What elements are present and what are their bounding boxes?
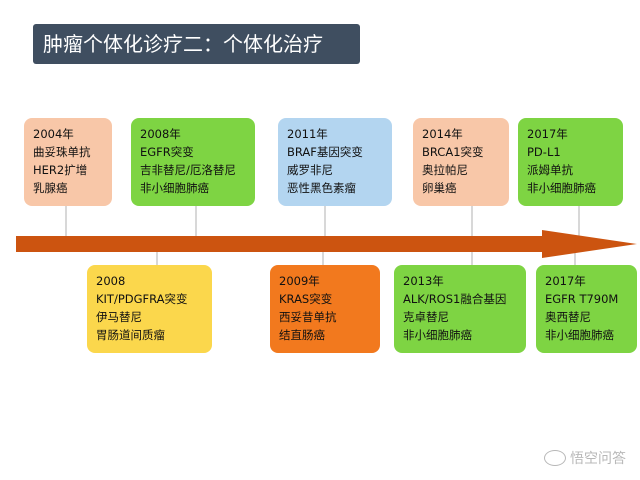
milestone-line: 卵巢癌 xyxy=(422,181,457,195)
milestone-line: EGFR突变 xyxy=(140,145,194,159)
milestone-line: 非小细胞肺癌 xyxy=(527,181,596,195)
milestone-line: 结直肠癌 xyxy=(279,328,325,342)
milestone-line: KIT/PDGFRA突变 xyxy=(96,292,188,306)
milestone-line: 奥拉帕尼 xyxy=(422,163,468,177)
watermark-text: 悟空问答 xyxy=(570,451,626,467)
milestone-line: EGFR T790M xyxy=(545,292,619,306)
milestone-line: 派姆单抗 xyxy=(527,163,573,177)
milestone-card: 2011年 BRAF基因突变威罗非尼恶性黑色素瘤 xyxy=(278,118,392,206)
timeline-arrow-shape xyxy=(16,230,637,258)
milestone-line: 乳腺癌 xyxy=(33,181,68,195)
milestone-card: 2008年 EGFR突变吉非替尼/厄洛替尼非小细胞肺癌 xyxy=(131,118,255,206)
milestone-line: 曲妥珠单抗 xyxy=(33,145,91,159)
milestone-year: 2011年 xyxy=(287,127,328,141)
watermark: 悟空问答 xyxy=(544,448,626,468)
milestone-line: 非小细胞肺癌 xyxy=(403,328,472,342)
milestone-line: PD-L1 xyxy=(527,145,561,159)
milestone-line: HER2扩增 xyxy=(33,163,88,177)
wukong-logo-icon xyxy=(544,450,566,466)
milestone-card: 2014年 BRCA1突变奥拉帕尼卵巢癌 xyxy=(413,118,509,206)
milestone-line: BRCA1突变 xyxy=(422,145,484,159)
milestone-line: 伊马替尼 xyxy=(96,310,142,324)
milestone-line: 西妥昔单抗 xyxy=(279,310,337,324)
timeline-ticks xyxy=(65,206,580,265)
milestone-year: 2004年 xyxy=(33,127,74,141)
milestone-line: 吉非替尼/厄洛替尼 xyxy=(140,163,236,177)
milestone-card: 2017年 PD-L1 派姆单抗非小细胞肺癌 xyxy=(518,118,623,206)
milestone-line: 非小细胞肺癌 xyxy=(140,181,209,195)
page-title: 肿瘤个体化诊疗二：个体化治疗 xyxy=(33,24,360,64)
milestone-line: 胃肠道间质瘤 xyxy=(96,328,165,342)
milestone-line: 恶性黑色素瘤 xyxy=(287,181,356,195)
milestone-year: 2014年 xyxy=(422,127,463,141)
milestone-line: 威罗非尼 xyxy=(287,163,333,177)
milestone-year: 2009年 xyxy=(279,274,320,288)
milestone-year: 2017年 xyxy=(545,274,586,288)
milestone-card: 2013年 ALK/ROS1融合基因克卓替尼非小细胞肺癌 xyxy=(394,265,526,353)
milestone-year: 2017年 xyxy=(527,127,568,141)
milestone-line: 克卓替尼 xyxy=(403,310,449,324)
milestone-line: 奥西替尼 xyxy=(545,310,591,324)
milestone-year: 2008年 xyxy=(140,127,181,141)
milestone-card: 2004年曲妥珠单抗 HER2扩增乳腺癌 xyxy=(24,118,112,206)
milestone-line: KRAS突变 xyxy=(279,292,333,306)
milestone-card: 2017年 EGFR T790M 奥西替尼非小细胞肺癌 xyxy=(536,265,637,353)
milestone-line: BRAF基因突变 xyxy=(287,145,363,159)
milestone-year: 2013年 xyxy=(403,274,444,288)
milestone-line: 非小细胞肺癌 xyxy=(545,328,614,342)
milestone-line: ALK/ROS1融合基因 xyxy=(403,292,507,306)
milestone-card: 2009年 KRAS突变西妥昔单抗结直肠癌 xyxy=(270,265,380,353)
milestone-year: 2008 xyxy=(96,274,126,288)
